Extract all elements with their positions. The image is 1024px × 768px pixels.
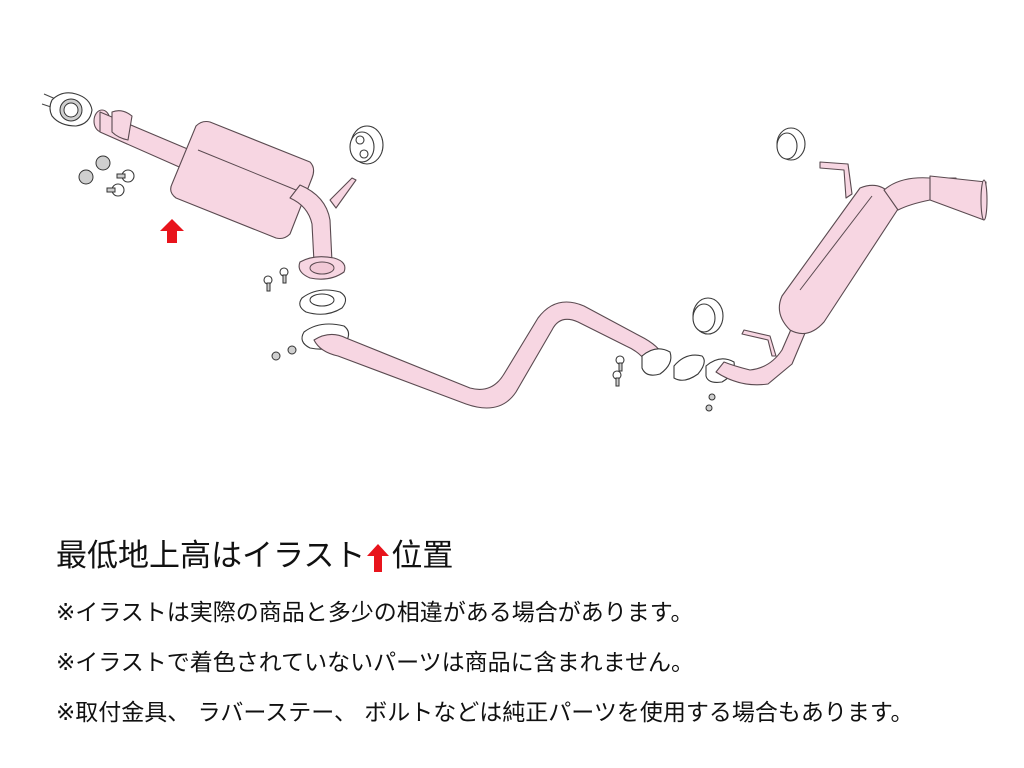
note-uncolored-parts: ※イラストで着色されていないパーツは商品に含まれません。: [56, 650, 694, 676]
center-pipe: [301, 301, 672, 409]
front-pipe-pre-muffler: [93, 109, 357, 280]
caption-text-after: 位置: [391, 538, 454, 574]
rubber-hanger-2: [692, 297, 724, 335]
exhaust-system-diagram: .p{fill:#f7d6e2;stroke:#5a4a50;stroke-wi…: [41, 92, 988, 412]
front-bolts: [78, 155, 135, 197]
main-muffler: [705, 161, 988, 386]
mid-gasket-bolts: [263, 267, 347, 361]
rear-bolts-gasket: [612, 354, 716, 412]
red-up-arrow-icon: [367, 543, 390, 572]
ground-clearance-caption: 最低地上高はイラスト位置: [56, 534, 453, 578]
note-genuine-parts: ※取付金具、 ラバーステー、 ボルトなどは純正パーツを使用する場合もあります。: [56, 700, 914, 726]
front-flange-gasket: [41, 92, 93, 127]
note-illustration-difference: ※イラストは実際の商品と多少の相違がある場合があります。: [56, 600, 694, 626]
rubber-hanger-1: [349, 125, 384, 165]
caption-text-before: 最低地上高はイラスト: [56, 538, 366, 574]
rubber-hanger-3: [776, 127, 806, 161]
ground-clearance-arrow-icon: [160, 219, 184, 243]
